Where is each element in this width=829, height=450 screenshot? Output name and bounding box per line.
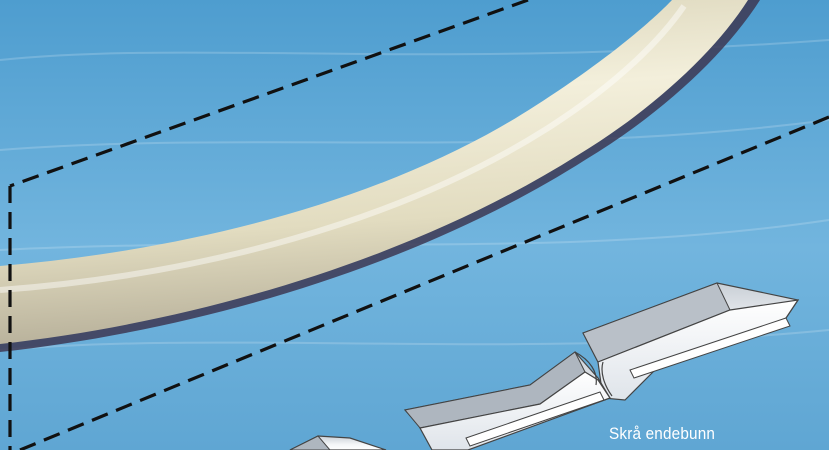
dashed-line-top [9,0,529,188]
dashed-projection-lines [8,0,829,450]
gutter-segment-left [403,351,611,450]
dashed-line-bottom [19,115,829,450]
gutter-segment-small [289,435,387,450]
hoop-icon [0,0,760,352]
caption-label: Skrå endebunn [609,424,716,443]
gutter-segment-right [582,282,800,401]
